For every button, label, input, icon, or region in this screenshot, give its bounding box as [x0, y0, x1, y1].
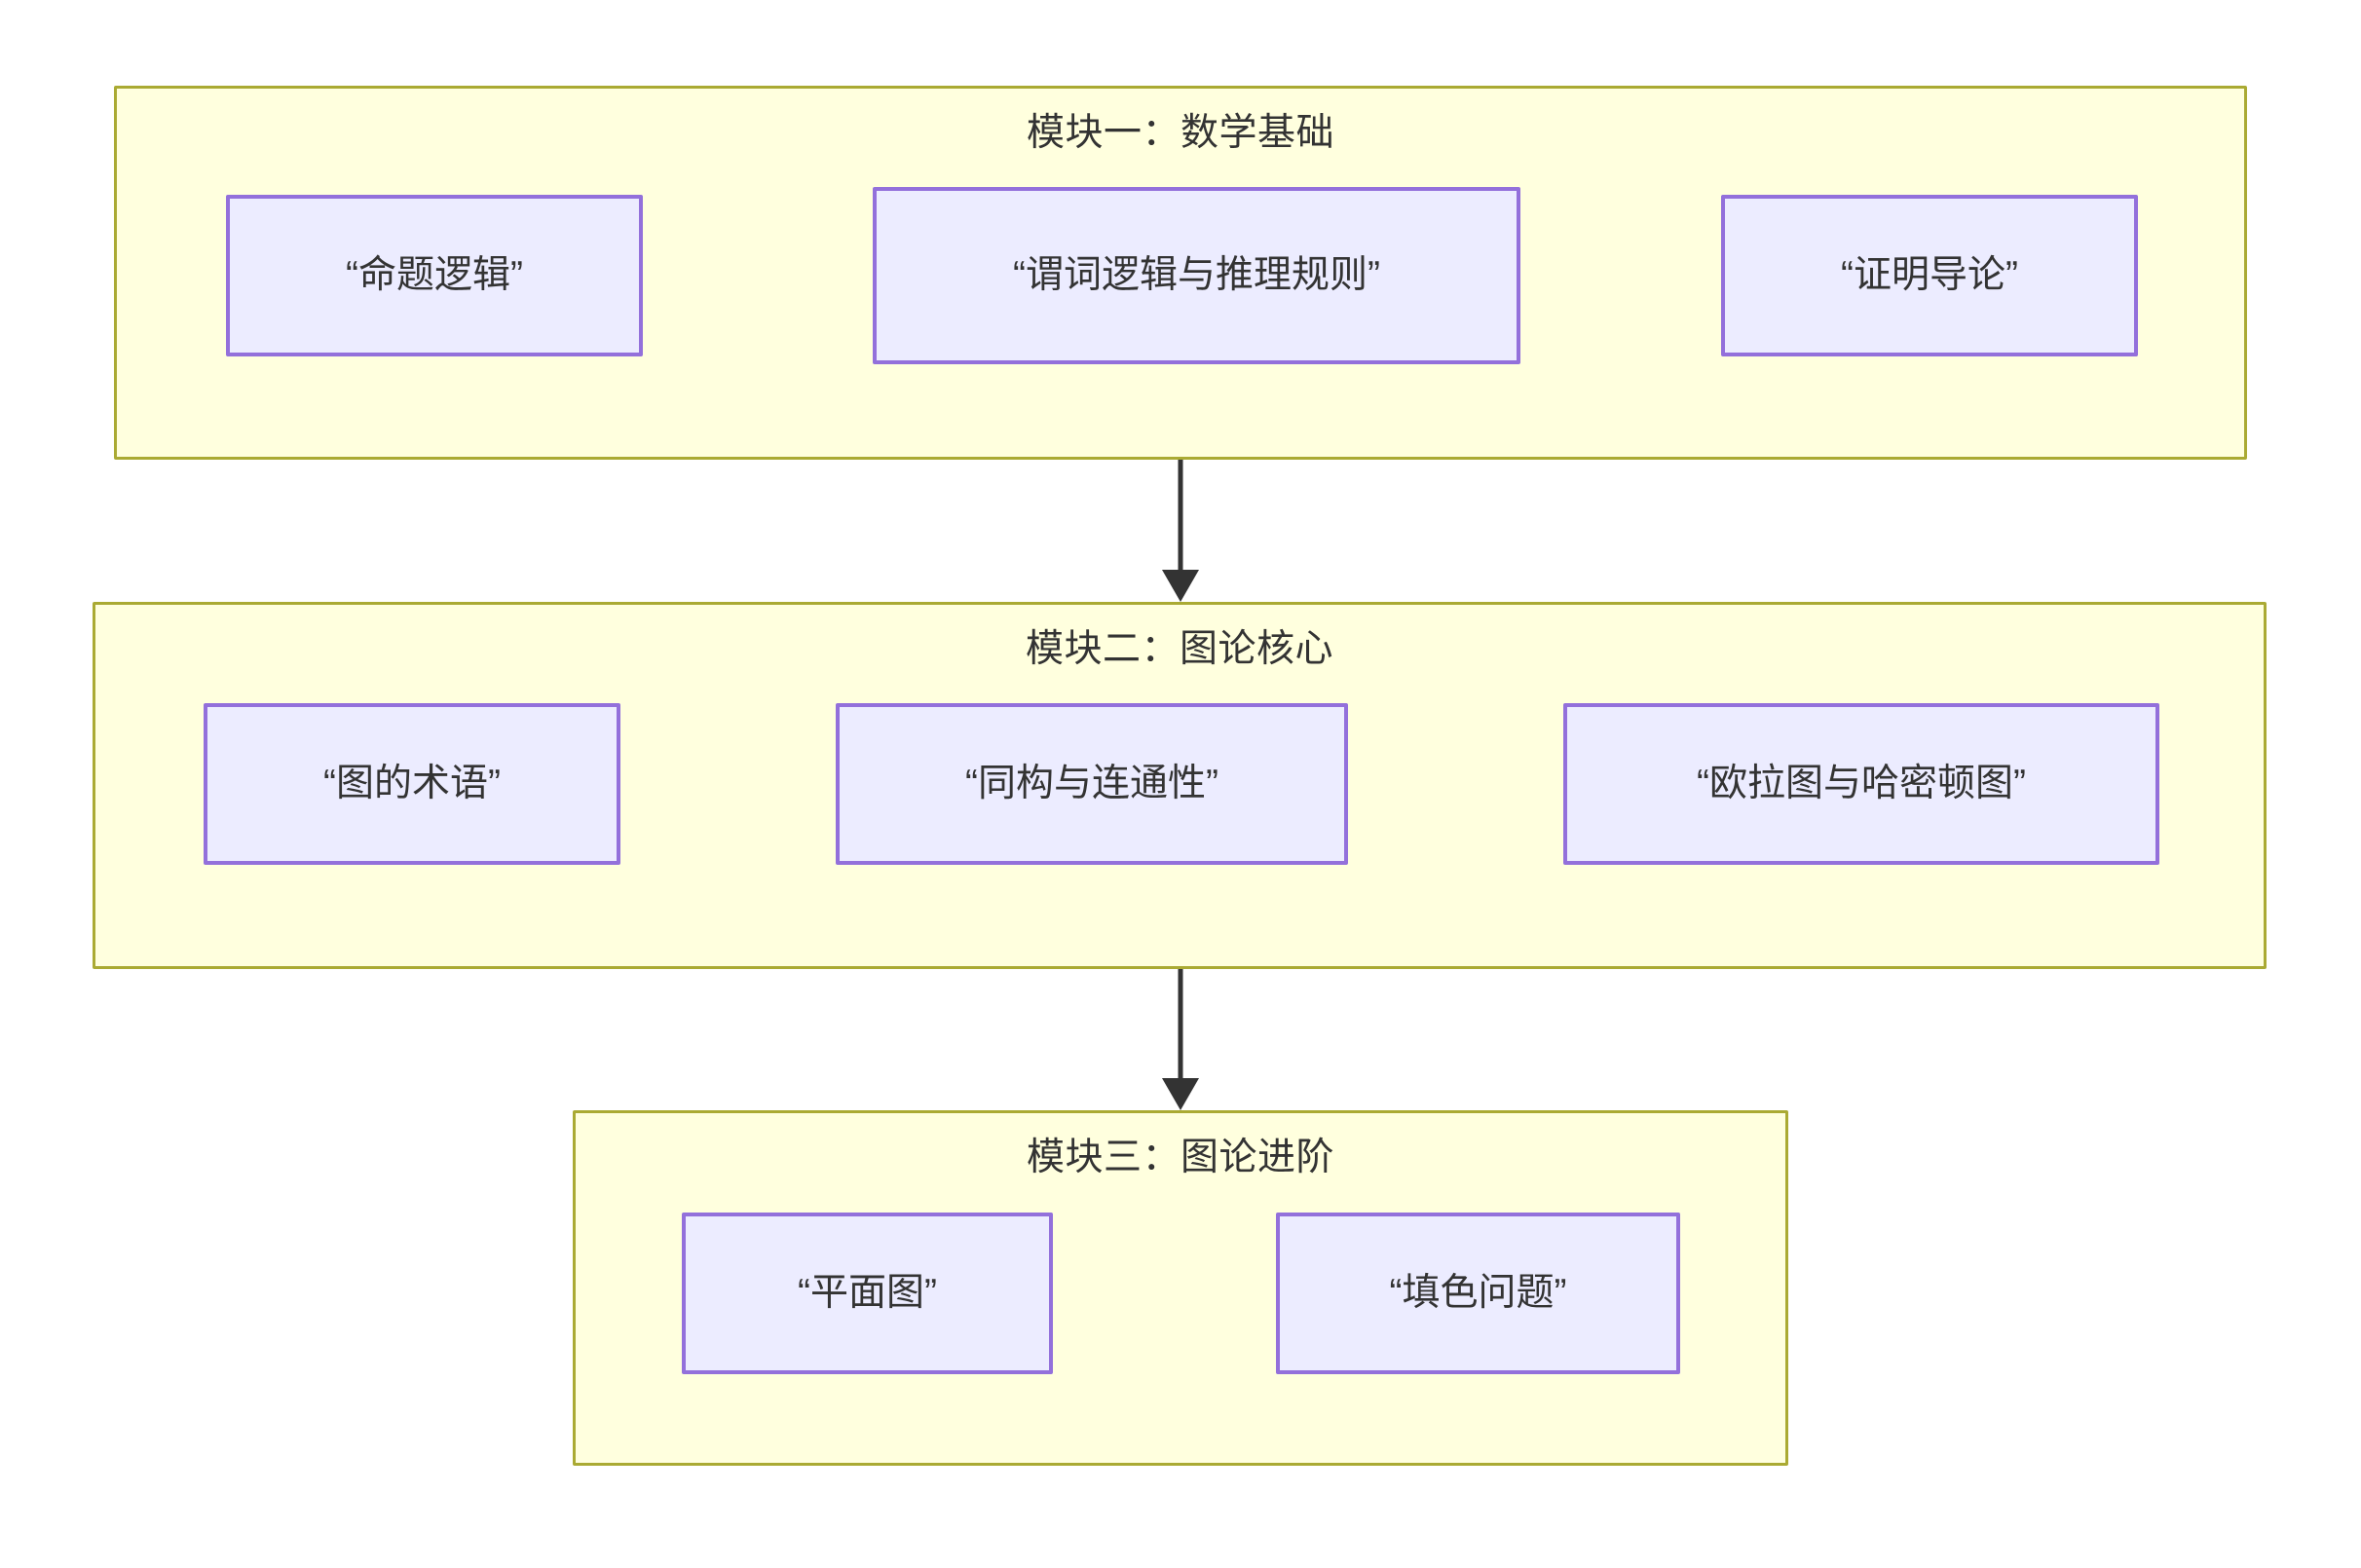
node-label: “同构与连通性” — [965, 762, 1218, 804]
node-m2-n2[interactable]: “同构与连通性” — [836, 703, 1348, 865]
module-title-1: 模块一：数学基础 — [1026, 112, 1334, 154]
node-m1-n1[interactable]: “命题逻辑” — [226, 195, 643, 356]
node-m2-n1[interactable]: “图的术语” — [204, 703, 620, 865]
edge-module1-to-module2 — [1162, 460, 1199, 602]
module-title-2: 模块二：图论核心 — [1025, 628, 1333, 670]
node-label: “证明导论” — [1841, 253, 2018, 296]
node-m1-n3[interactable]: “证明导论” — [1721, 195, 2138, 356]
node-label: “平面图” — [798, 1271, 937, 1314]
node-m2-n3[interactable]: “欧拉图与哈密顿图” — [1563, 703, 2159, 865]
node-label: “填色问题” — [1389, 1271, 1567, 1314]
node-label: “谓词逻辑与推理规则” — [1013, 253, 1380, 296]
node-label: “欧拉图与哈密顿图” — [1697, 762, 2026, 804]
node-m1-n2[interactable]: “谓词逻辑与推理规则” — [873, 187, 1520, 364]
node-label: “图的术语” — [323, 762, 501, 804]
edge-module2-to-module3 — [1162, 969, 1199, 1110]
node-m3-n1[interactable]: “平面图” — [682, 1213, 1053, 1374]
node-m3-n2[interactable]: “填色问题” — [1276, 1213, 1680, 1374]
node-label: “命题逻辑” — [346, 253, 523, 296]
module-title-3: 模块三：图论进阶 — [1026, 1137, 1334, 1178]
